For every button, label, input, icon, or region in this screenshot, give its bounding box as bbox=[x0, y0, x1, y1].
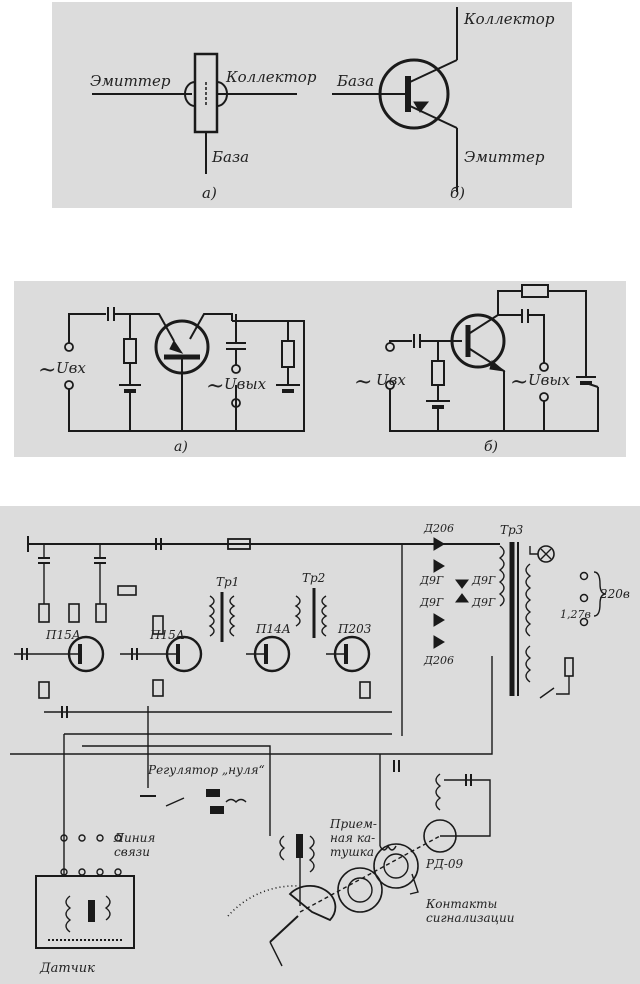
caption-2a: а) bbox=[174, 439, 188, 455]
load-resistor-left bbox=[282, 341, 294, 367]
label-d9g-4: Д9Г bbox=[471, 596, 496, 609]
transistor-symbols-diagram: Эмиттер Коллектор База а) Коллектор База… bbox=[52, 2, 572, 208]
label-fuse: 1,27в bbox=[560, 608, 591, 621]
label-tr2: Тр2 bbox=[302, 571, 325, 585]
full-schematic-diagram: П15А П15А П14А П203 Тр1 Тр2 Тр3 Д206 Д9Г… bbox=[0, 506, 640, 984]
label-d9g-1: Д9Г bbox=[419, 574, 444, 587]
label-contacts-1: Контакты bbox=[425, 897, 497, 911]
fuse bbox=[565, 658, 573, 676]
label-transistor-2: П15А bbox=[149, 628, 185, 642]
collector-label-right: Коллектор bbox=[463, 10, 555, 28]
emitter-wire bbox=[410, 106, 457, 128]
diode-d206-top bbox=[434, 538, 444, 550]
cam-disc bbox=[290, 886, 335, 920]
base-label-right: База bbox=[336, 72, 374, 90]
contact-disc-2 bbox=[374, 844, 418, 888]
label-comm-line-1: Линия bbox=[113, 831, 155, 845]
label-transistor-4: П203 bbox=[337, 622, 372, 636]
meter-pointer bbox=[270, 916, 298, 942]
label-d206-top: Д206 bbox=[423, 522, 454, 535]
label-receive-coil-3: тушка bbox=[330, 845, 374, 859]
label-d206-bottom: Д206 bbox=[423, 654, 454, 667]
output-label-left: Uвых bbox=[224, 375, 267, 393]
caption-a: а) bbox=[202, 184, 217, 202]
power-switch bbox=[540, 688, 554, 698]
label-transistor-3: П14А bbox=[255, 622, 291, 636]
figure1-panel: Эмиттер Коллектор База а) Коллектор База… bbox=[52, 2, 572, 208]
label-relay: РД-09 bbox=[425, 857, 464, 871]
label-transistor-1: П15А bbox=[45, 628, 81, 642]
emitter-arrow bbox=[414, 102, 428, 112]
tilde-out-left: ~ bbox=[206, 374, 224, 399]
label-comm-line-2: связи bbox=[114, 845, 150, 859]
label-sensor: Датчик bbox=[39, 961, 95, 976]
label-voltage: 220в bbox=[599, 587, 630, 601]
collector-wire bbox=[410, 60, 457, 82]
emitter-label-left: Эмиттер bbox=[90, 72, 171, 90]
label-receive-coil-1: Прием- bbox=[329, 817, 377, 831]
label-tr1: Тр1 bbox=[216, 575, 239, 589]
diode-d206-bottom bbox=[434, 636, 444, 648]
emitter-label-right: Эмиттер bbox=[464, 148, 545, 166]
figure2-panel: ~ Uвх ~ Uвых а) ~ bbox=[14, 281, 626, 457]
base-label-left: База bbox=[211, 148, 249, 166]
amplifier-circuits-diagram: ~ Uвх ~ Uвых а) ~ bbox=[14, 281, 626, 457]
bias-resistor-left bbox=[124, 339, 136, 363]
input-label-right: Uвх bbox=[376, 371, 406, 389]
label-tr3: Тр3 bbox=[500, 523, 524, 537]
collector-label-left: Коллектор bbox=[225, 68, 317, 86]
meter-scale bbox=[228, 886, 300, 916]
caption-b: б) bbox=[450, 184, 465, 202]
label-d9g-2: Д9Г bbox=[471, 574, 496, 587]
bias-resistor-right bbox=[432, 361, 444, 385]
label-contacts-2: сигнализации bbox=[426, 911, 514, 925]
label-receive-coil-2: ная ка- bbox=[330, 831, 375, 845]
figure3-panel: П15А П15А П14А П203 Тр1 Тр2 Тр3 Д206 Д9Г… bbox=[0, 506, 640, 984]
label-zero-regulator: Регулятор „нуля“ bbox=[147, 763, 265, 777]
label-d9g-3: Д9Г bbox=[419, 596, 444, 609]
output-label-right: Uвых bbox=[528, 371, 571, 389]
feedback-resistor bbox=[522, 285, 548, 297]
caption-2b: б) bbox=[484, 439, 498, 455]
sensor-box bbox=[36, 876, 134, 948]
tilde-out-right: ~ bbox=[510, 370, 528, 395]
input-label-left: Uвх bbox=[56, 359, 86, 377]
tilde-in-right: ~ bbox=[354, 370, 372, 395]
tilde-in-left: ~ bbox=[38, 358, 56, 383]
